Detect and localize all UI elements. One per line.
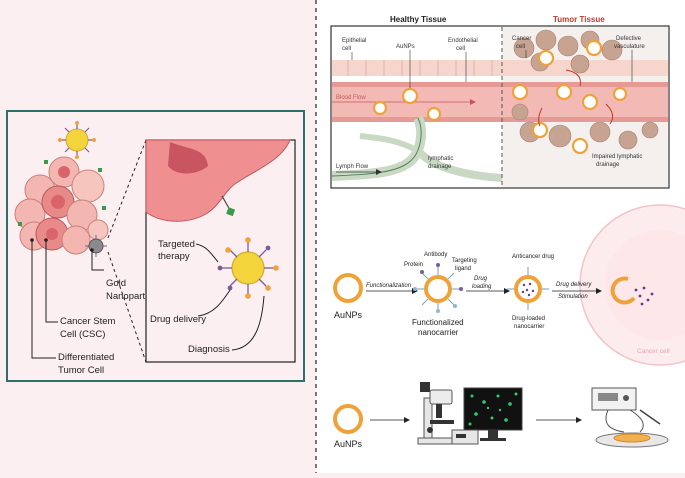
targeted-label-1: Targeted xyxy=(158,239,195,250)
impaired-label-1: Impaired lymphatic xyxy=(592,154,642,160)
endothelial-label-2: cell xyxy=(456,46,465,52)
monitor-icon xyxy=(463,387,523,441)
drug-loaded-label-2: nanocarrier xyxy=(514,324,544,330)
cancer-cell-faded-label: Cancer cell xyxy=(637,348,670,355)
stimulation-label: Stimulation xyxy=(558,294,588,300)
lymph-vessel xyxy=(331,117,422,177)
microscope-icon xyxy=(417,382,461,445)
gold-label-2: Nanoparticle xyxy=(106,291,159,302)
drug-loading-label-1: Drug xyxy=(474,276,488,282)
epithelial-cells xyxy=(347,60,493,76)
antibody-label: Antibody xyxy=(424,252,447,258)
csc-label-1: Cancer Stem xyxy=(60,316,116,327)
defective-label-2: vasculature xyxy=(614,44,645,50)
aunp-bare xyxy=(333,273,363,303)
tumor-cluster xyxy=(14,156,109,255)
tumor-cells xyxy=(511,29,659,150)
tumor-title: Tumor Tissue xyxy=(553,15,605,24)
epithelial-band xyxy=(332,60,668,76)
anticancer-label: Anticancer drug xyxy=(512,254,554,260)
drug-delivery-mid-label: Drug delivery xyxy=(556,282,592,288)
endothelial-label-1: Endothelial xyxy=(448,38,478,44)
drug-loaded-nanocarrier xyxy=(507,267,549,310)
drug-loading-label-2: loading xyxy=(472,284,492,290)
cancer-cell-label-2: cell xyxy=(516,44,525,50)
zoom-nucleus xyxy=(168,142,208,174)
lymphatic-label-2: drainage xyxy=(428,164,452,170)
healthy-title: Healthy Tissue xyxy=(390,15,447,24)
functionalized-label-1: Functionalized xyxy=(412,318,464,327)
inset-leaders xyxy=(195,243,265,351)
drug-loaded-label-1: Drug-loaded xyxy=(512,316,545,322)
impaired-label-2: drainage xyxy=(596,162,620,168)
drug-delivery-label: Drug delivery xyxy=(150,314,206,325)
functionalized-label-2: nanocarrier xyxy=(418,328,459,337)
cancer-cell-label-1: Cancer xyxy=(512,36,531,42)
epithelial-label-1: Epithelial xyxy=(342,38,366,44)
tissue-leaders xyxy=(351,50,633,88)
aunps-bottom-label: AuNPs xyxy=(334,439,363,449)
gold-label-1: Gold xyxy=(106,278,126,289)
csc-label-2: Cell (CSC) xyxy=(60,329,105,340)
bg-cancer-nucleus xyxy=(605,230,685,340)
targeting-label-2: ligand xyxy=(455,266,471,272)
tissue-aunps xyxy=(372,39,628,155)
zoom-line-bottom xyxy=(107,251,147,363)
released-nanocarrier xyxy=(610,276,654,306)
diagnosis-label: Diagnosis xyxy=(188,344,230,355)
tumor-arrows xyxy=(538,69,614,127)
aunp-bottom xyxy=(333,404,363,434)
protein-label: Protein xyxy=(404,262,423,268)
gold-nanoparticle-top xyxy=(58,121,96,159)
left-leader-lines xyxy=(31,240,104,359)
zoom-receptor xyxy=(226,207,236,217)
functionalization-label: Functionalization xyxy=(366,283,412,289)
lymphatic-label-1: lymphatic xyxy=(428,156,453,162)
targeted-label-2: therapy xyxy=(158,251,190,262)
blood-flow-label: Blood Flow xyxy=(336,95,366,101)
functionalized-nanocarrier xyxy=(413,263,463,313)
aunps-mid-label: AuNPs xyxy=(334,310,363,320)
diff-label-2: Tumor Cell xyxy=(58,365,104,376)
diff-label-1: Differentiated xyxy=(58,352,114,363)
lymph-flow-label: Lymph Flow xyxy=(336,164,369,170)
big-gold-nanoparticle xyxy=(217,237,279,299)
aunps-tissue-label: AuNPs xyxy=(396,44,415,50)
targeting-label-1: Targeting xyxy=(452,258,477,264)
stimulation-device-icon xyxy=(591,387,669,448)
epithelial-label-2: cell xyxy=(342,46,351,52)
defective-label-1: Defective xyxy=(616,36,642,42)
